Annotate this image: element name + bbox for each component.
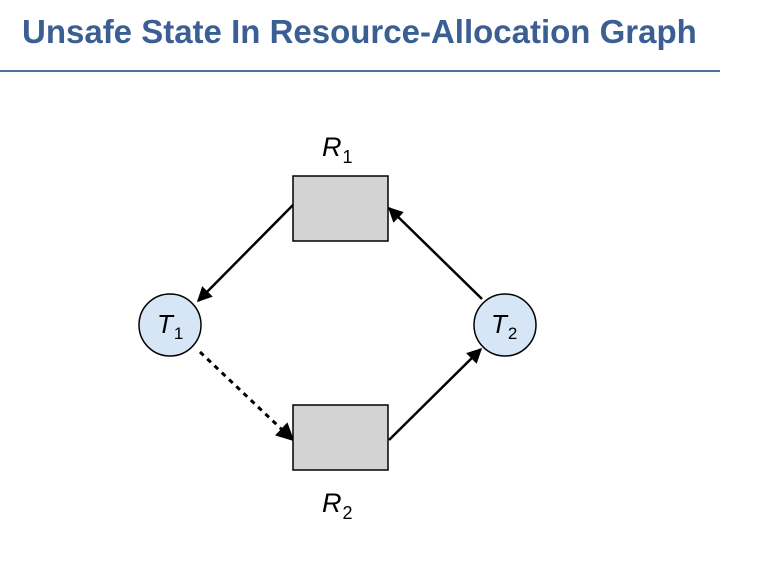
resource-r1-label: R1 [322,132,353,167]
resource-r1-letter: R [322,132,342,162]
assignment-edge-r1-t1 [196,204,294,303]
thread-t2-letter: T [491,309,509,339]
thread-t1-label: T1 [157,309,183,343]
thread-t2: T2 [473,293,537,357]
thread-t2-label: T2 [491,309,517,343]
thread-t1-subscript: 1 [174,324,183,343]
thread-t1-circle [138,293,202,357]
resource-r2-letter: R [322,488,342,518]
claim-edge-t1-r2 [198,350,295,442]
resource-r1: R1 [292,132,389,242]
thread-t2-circle [473,293,537,357]
slide-title: Unsafe State In Resource-Allocation Grap… [22,13,697,50]
thread-t1-letter: T [157,309,175,339]
resource-r2: R2 [292,404,389,523]
thread-t2-subscript: 2 [508,324,517,343]
resource-r2-subscript: 2 [343,503,353,523]
resource-r2-box [292,404,389,471]
request-edge-t2-r1 [387,206,483,300]
resource-r1-subscript: 1 [343,147,353,167]
assignment-edge-r2-t2 [388,347,483,441]
resource-r1-box [292,175,389,242]
title-divider [0,70,720,72]
thread-t1: T1 [138,293,202,357]
resource-r2-label: R2 [322,488,353,523]
